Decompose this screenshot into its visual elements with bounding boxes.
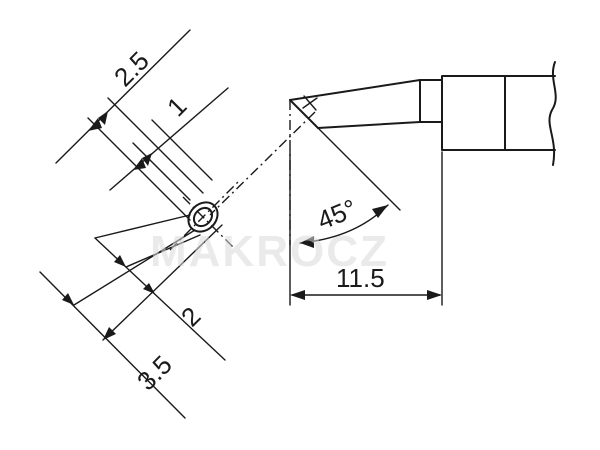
dim-2-label: 2 [175,301,206,332]
dim-2-arrow-2 [143,283,155,294]
tip-collar [419,79,443,123]
length-arrow-right [427,290,442,300]
dim-2-arrow-1 [114,255,126,267]
length-label: 11.5 [336,263,385,293]
dim-2-5-line [55,29,191,164]
tip-side-view [289,61,557,166]
dim-1-arrow-1 [133,158,146,170]
dim-3-5-arrow-1 [62,293,74,305]
angle-arrow-left [300,236,314,248]
dim-1-arrow-2 [142,153,152,166]
angle-arrow-right [372,205,388,218]
tip-taper-top [289,79,421,101]
length-dimension: 11.5 [289,149,443,306]
break-line [548,61,557,166]
dim-1-line [109,87,229,191]
end-view-extension-lines [73,97,223,341]
tip-taper-bottom [317,121,421,129]
tip-end-view [169,179,241,251]
dim-2-5-label: 2.5 [108,45,155,92]
end-view-axis-1 [169,179,241,251]
dim-2-5-arrow-2 [98,111,108,125]
dim-1: 1 [109,87,229,191]
dim-3-5-line [39,271,186,419]
length-arrow-left [290,290,305,300]
angle-line-bevel [289,99,401,211]
dim-2-5-arrow-1 [88,118,102,131]
dim-3-5: 3.5 [39,271,186,419]
tip-shank [441,75,556,151]
projection-line [209,111,316,216]
dim-2-line [94,237,226,361]
tip-center-mark [302,95,318,111]
end-view-axis-2 [182,196,236,250]
dim-3-5-label: 3.5 [131,349,178,396]
dim-3-5-arrow-2 [103,327,116,340]
dim-1-label: 1 [161,91,192,122]
watermark: MAKROCZ [150,227,389,276]
